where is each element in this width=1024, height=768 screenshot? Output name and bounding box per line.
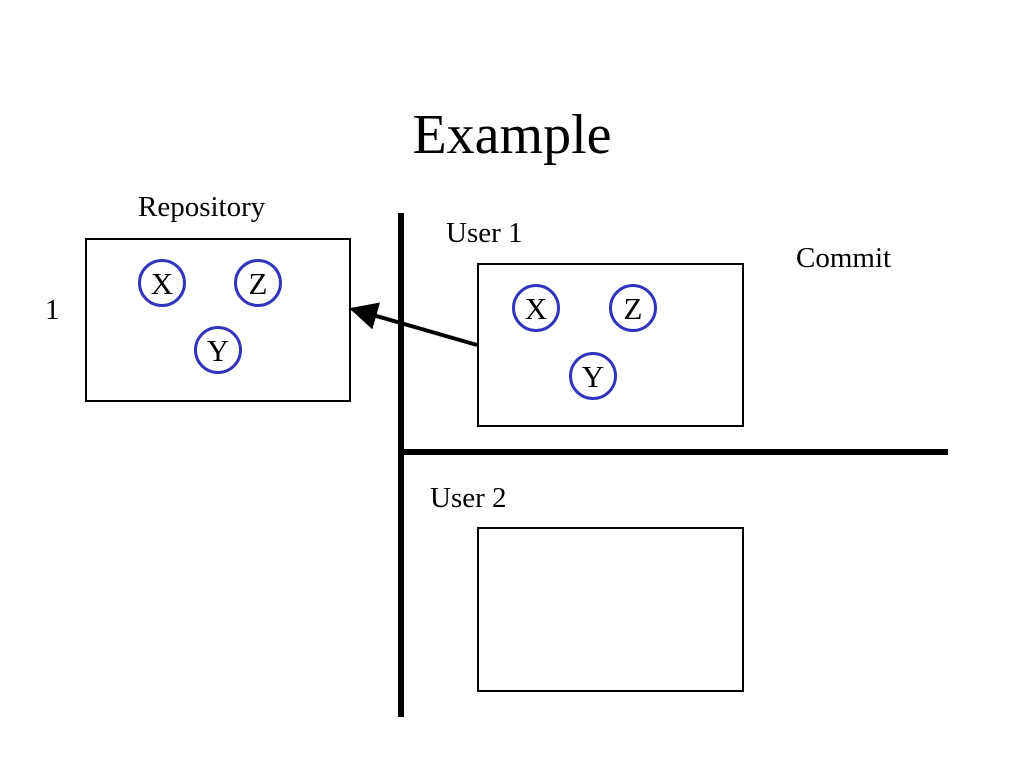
- vertical-divider: [398, 213, 404, 717]
- repository-node-y: Y: [194, 326, 242, 374]
- step-number: 1: [45, 294, 60, 326]
- commit-label: Commit: [796, 242, 892, 274]
- commit-arrow-line: [349, 302, 478, 347]
- repository-box: [85, 238, 351, 402]
- repository-label: Repository: [138, 191, 266, 223]
- user2-label: User 2: [430, 482, 507, 514]
- user1-node-y: Y: [569, 352, 617, 400]
- repository-node-x: X: [138, 259, 186, 307]
- user1-node-x: X: [512, 284, 560, 332]
- user1-node-z: Z: [609, 284, 657, 332]
- slide-title: Example: [412, 104, 612, 166]
- repository-node-z: Z: [234, 259, 282, 307]
- user1-workspace-box: [477, 263, 744, 427]
- user1-label: User 1: [446, 217, 523, 249]
- user2-workspace-box: [477, 527, 744, 692]
- horizontal-divider: [398, 449, 948, 455]
